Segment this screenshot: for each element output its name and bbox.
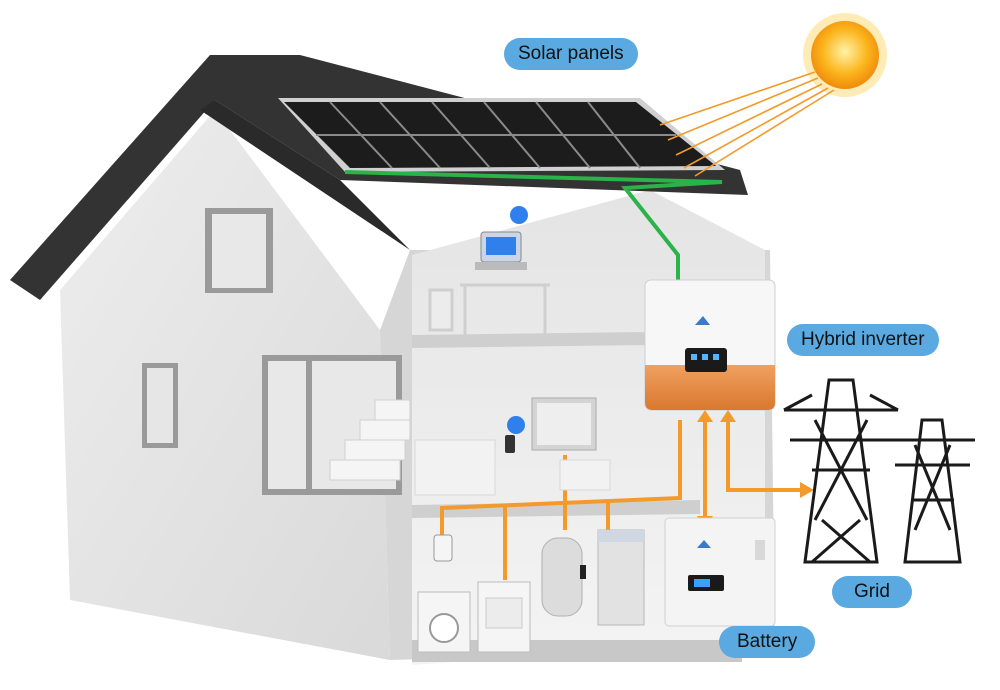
boiler-icon	[597, 529, 645, 626]
label-hybrid-inverter: Hybrid inverter	[787, 324, 939, 356]
water-heater-icon	[541, 537, 586, 617]
floor-upper	[412, 332, 650, 348]
transmission-tower-small-icon	[890, 418, 975, 564]
solar-panel-icon	[278, 98, 725, 172]
socket-icon	[433, 534, 453, 562]
phone-icon	[505, 435, 515, 453]
sofa	[414, 439, 611, 496]
desk	[428, 283, 550, 335]
dc-cable	[344, 170, 723, 280]
house-left-wall	[60, 110, 390, 660]
stairs	[329, 399, 411, 481]
battery-icon	[664, 517, 776, 627]
inverter-icon	[644, 279, 776, 411]
ac-cables	[440, 420, 800, 580]
roof	[10, 55, 748, 300]
tv-icon	[531, 397, 597, 451]
laptop-icon	[475, 231, 527, 270]
label-battery: Battery	[719, 626, 816, 658]
label-grid: Grid	[832, 576, 912, 608]
globe-icon	[507, 206, 528, 434]
label-solar-panels: Solar panels	[504, 38, 638, 70]
dryer-icon	[477, 581, 531, 653]
washing-machine-icon	[417, 591, 471, 653]
sun-icon	[659, 13, 887, 177]
transmission-tower-icon	[783, 378, 899, 564]
